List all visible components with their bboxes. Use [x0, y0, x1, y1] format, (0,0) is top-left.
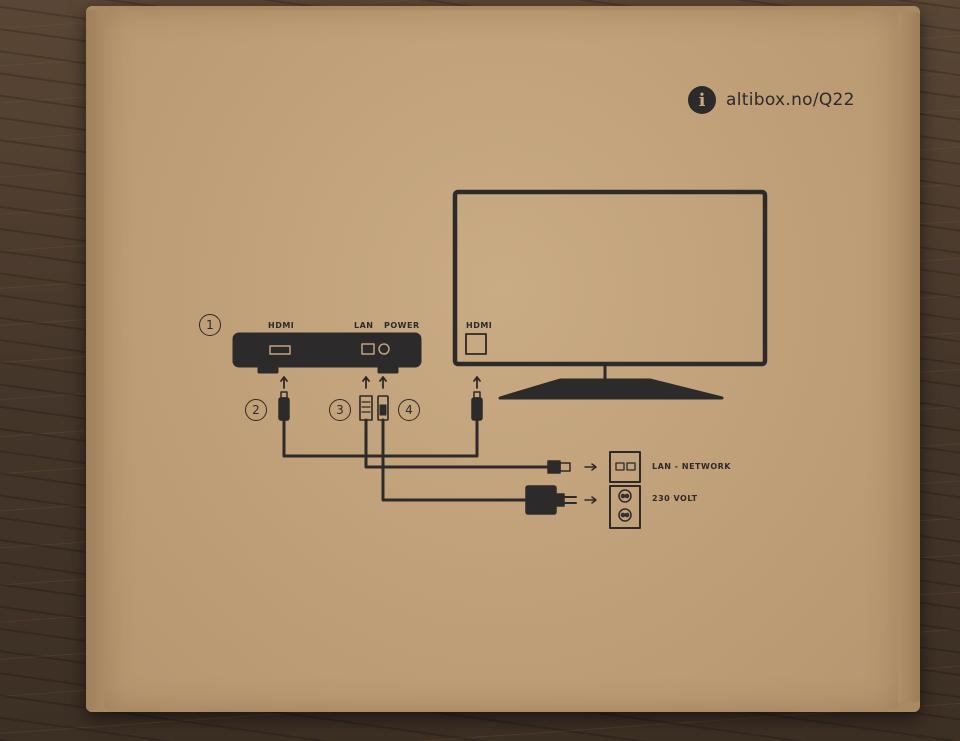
brand-url: altibox.no/Q22 — [726, 90, 855, 110]
step-1-badge: 1 — [199, 314, 221, 336]
step-2-badge: 2 — [245, 399, 267, 421]
lan-wall-socket-icon — [609, 451, 641, 483]
tv-icon — [452, 189, 768, 400]
tv-hdmi-label: HDMI — [466, 321, 493, 330]
lan-network-label: LAN - NETWORK — [652, 462, 731, 471]
hdmi-plug-right-icon — [471, 391, 483, 421]
lan-cable — [364, 418, 550, 469]
info-icon: i — [688, 86, 716, 114]
step-4-badge: 4 — [398, 399, 420, 421]
step-3-badge: 3 — [329, 399, 351, 421]
power-volt-label: 230 VOLT — [652, 494, 698, 503]
lan-plug-icon — [359, 395, 373, 421]
power-cable — [381, 418, 528, 502]
hdmi-plug-left-icon — [278, 391, 290, 421]
brand-block: i altibox.no/Q22 — [688, 84, 855, 116]
power-wall-socket-icon — [609, 485, 641, 529]
power-adapter-icon — [525, 485, 577, 515]
arrow-right-icons — [584, 463, 597, 504]
device-power-label: POWER — [384, 321, 420, 330]
arrow-icons — [280, 376, 481, 389]
device-lan-label: LAN — [354, 321, 374, 330]
power-plug-icon — [377, 395, 389, 421]
hdmi-cable — [282, 418, 479, 458]
lan-connector-icon — [547, 460, 571, 474]
device-hdmi-label: HDMI — [268, 321, 295, 330]
set-top-box-icon — [232, 332, 422, 374]
